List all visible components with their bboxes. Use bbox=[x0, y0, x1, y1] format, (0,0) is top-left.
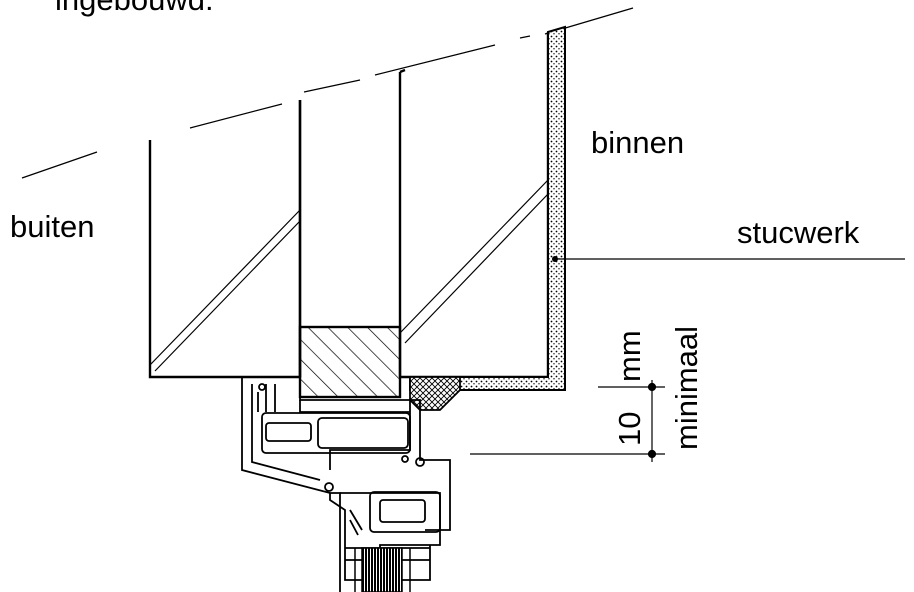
timber-block bbox=[298, 325, 402, 399]
break-lines bbox=[21, 7, 634, 179]
buiten-label: buiten bbox=[10, 209, 94, 244]
dimension-value-label: 10 bbox=[612, 412, 647, 446]
dimension-lines bbox=[470, 380, 665, 462]
plaster-layer bbox=[409, 25, 566, 391]
window-frame-profile bbox=[241, 376, 451, 592]
dimension-unit-label: mm bbox=[612, 330, 647, 382]
wall-layer-inner bbox=[399, 32, 550, 379]
stucwerk-label: stucwerk bbox=[737, 215, 860, 250]
glazing-unit bbox=[354, 547, 411, 592]
binnen-label: binnen bbox=[591, 125, 684, 160]
wall-layer-outer bbox=[148, 100, 302, 379]
top-partial-label: ingebouwd: bbox=[55, 0, 214, 17]
dimension-note-label: minimaal bbox=[669, 326, 704, 450]
sealant-strip bbox=[409, 376, 461, 411]
